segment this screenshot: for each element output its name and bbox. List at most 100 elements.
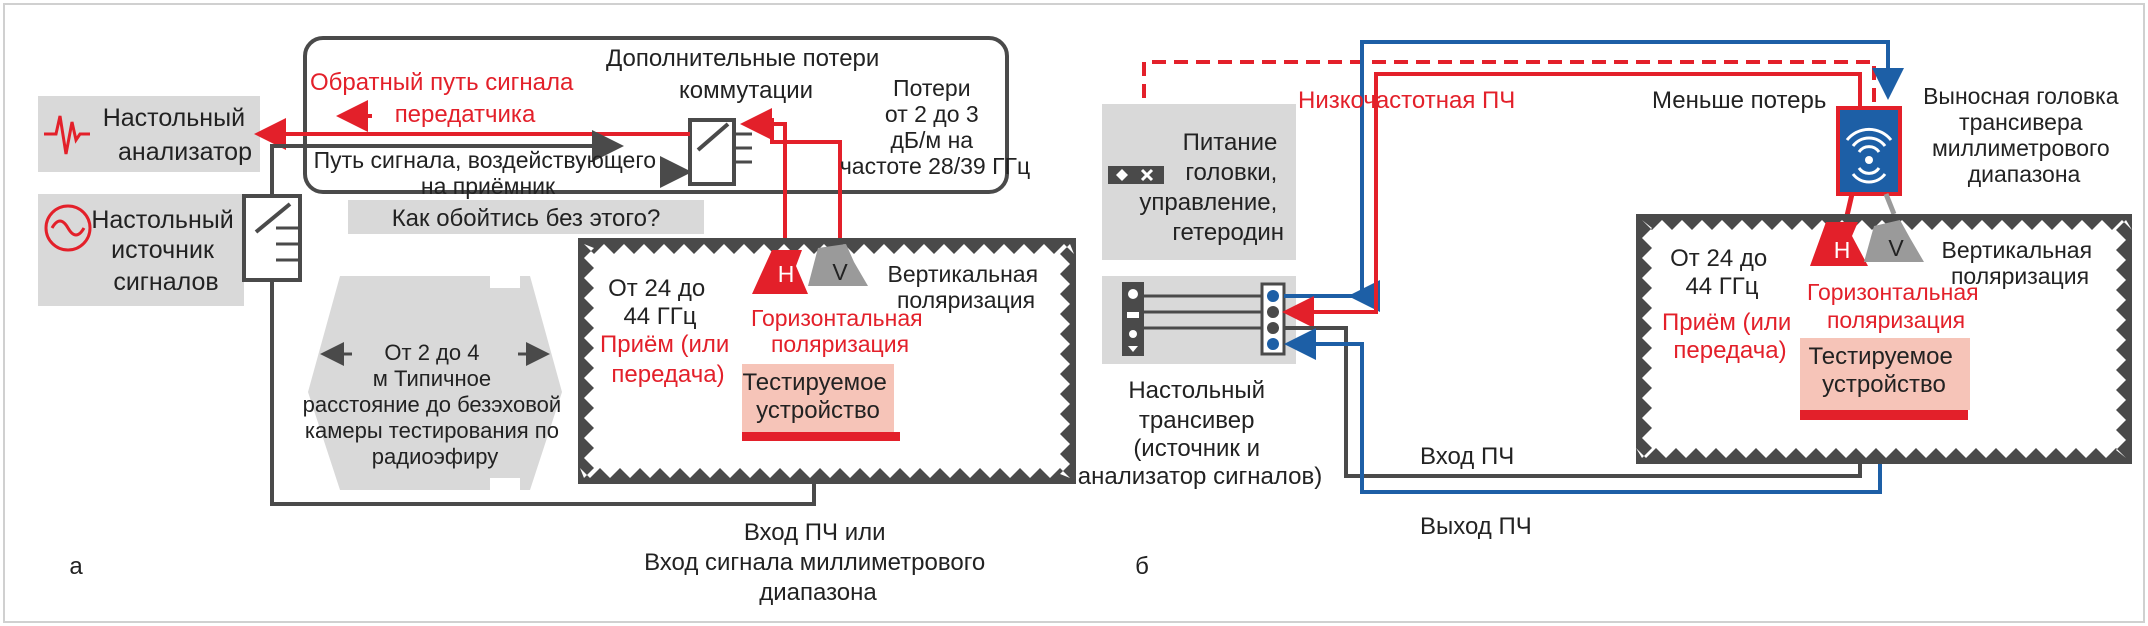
analyzer-line-1: Настольный: [103, 104, 245, 132]
switching-box: [303, 36, 1009, 194]
dut-base-a: [742, 432, 900, 441]
rx-tx-a-line-2: передача): [611, 361, 724, 388]
remote-head-line-4: диапазона: [1968, 161, 2081, 187]
lf-if-red-line: [1282, 72, 1862, 328]
rx-tx-b-line-1: Приём (или: [1662, 309, 1791, 336]
rx-tx-a-line-1: Приём (или: [600, 331, 729, 358]
distance-line-2: м Типичное: [373, 366, 491, 391]
distance-line-1: От 2 до 4: [384, 340, 479, 365]
losses-line-1: Потери: [893, 75, 971, 101]
transceiver-line-4: анализатор сигналов): [1078, 463, 1322, 490]
losses-line-2: от 2 до 3: [885, 101, 979, 127]
generator-line-1: Настольный: [91, 206, 233, 234]
rx-tx-label-b: Приём (или передача): [1662, 309, 1798, 364]
freq-label-a: От 24 до 44 ГГц: [608, 275, 712, 330]
horn-v-label-b: V: [1888, 235, 1904, 261]
horn-h: [752, 250, 808, 294]
sine-wave-icon-wave: [50, 219, 86, 237]
vert-pol-label-a: Вертикальная поляризация: [888, 261, 1045, 313]
losses-label: Потери от 2 до 3 дБ/м на частоте 28/39 Г…: [840, 75, 1030, 179]
how-avoid-label: Как обойтись без этого?: [392, 205, 661, 232]
horiz-pol-b-line-2: поляризация: [1827, 307, 1965, 333]
if-output-line-b: [1284, 328, 1882, 494]
distance-line-3: расстояние до безэховой: [303, 392, 562, 417]
horn-h-b: [1810, 222, 1868, 266]
remote-head-line-2: трансивера: [1959, 109, 2083, 135]
dut-b-line-2: устройство: [1822, 371, 1946, 398]
distance-line-4: камеры тестирования по: [305, 418, 559, 443]
sine-wave-icon: [44, 204, 92, 252]
remote-head-label: Выносная головка трансивера миллиметрово…: [1923, 83, 2125, 187]
remote-head: [1836, 106, 1902, 196]
switch-icon: [242, 194, 302, 282]
generator-line-3: сигналов: [113, 268, 218, 296]
power-line-3: управление,: [1139, 189, 1277, 216]
switching-losses-line-2: коммутации: [679, 77, 813, 104]
receiver-path-line: [270, 130, 624, 196]
return-path-line-1: Обратный путь сигнала: [310, 69, 574, 96]
vert-pol-b-line-2: поляризация: [1951, 263, 2089, 289]
vert-pol-label-b: Вертикальная поляризация: [1942, 237, 2099, 289]
power-box-label: Питание головки, управление, гетеродин: [1139, 129, 1284, 246]
dut-a-line-2: устройство: [756, 397, 880, 424]
generator-line-2: источник: [111, 236, 215, 264]
receiver-path-line-1: Путь сигнала, воздействующего: [314, 147, 656, 173]
horn-h-red-line: [770, 118, 842, 246]
vert-pol-a-line-1: Вертикальная: [888, 261, 1039, 287]
horiz-pol-b-line-1: Горизонтальная: [1807, 279, 1979, 305]
dut-b-line-1: Тестируемое: [1808, 343, 1952, 370]
freq-b-line-2: 44 ГГц: [1685, 273, 1758, 300]
panel-a-label: а: [69, 553, 83, 580]
return-path-line-2: передатчика: [395, 101, 536, 128]
horn-v-b: [1864, 220, 1924, 262]
switching-losses-line-1: Дополнительные потери: [606, 45, 879, 72]
dut-base-b: [1800, 410, 1968, 420]
lf-if-label: Низкочастотная ПЧ: [1298, 87, 1515, 114]
transceiver-line-2: трансивер: [1139, 407, 1255, 434]
dut-a-line-1: Тестируемое: [742, 369, 886, 396]
panel-b: Питание головки, управление, гетеродин Н…: [1078, 40, 2132, 580]
freq-b-line-1: От 24 до: [1670, 245, 1767, 272]
transceiver-line-3: (источник и: [1133, 435, 1260, 462]
less-loss-label: Меньше потерь: [1652, 87, 1826, 114]
freq-label-b: От 24 до 44 ГГц: [1670, 245, 1774, 300]
panel-b-label: б: [1135, 553, 1149, 580]
input-output-connector-icon: [1108, 166, 1164, 184]
chamber-absorber-a: [580, 244, 1074, 478]
horn-v: [808, 244, 868, 286]
control-dashed-line: [1142, 60, 1876, 108]
remote-head-line-3: миллиметрового: [1932, 135, 2110, 161]
if-input-line-3: диапазона: [759, 579, 877, 606]
power-line-1: Питание: [1183, 129, 1278, 156]
pulse-wave-icon: [44, 115, 90, 155]
if-input-line-2: Вход сигнала миллиметрового: [644, 549, 985, 576]
transceiver-panel: [1122, 282, 1144, 356]
remote-head-line-1: Выносная головка: [1923, 83, 2119, 109]
if-to-head-blue-line: [1284, 40, 1904, 298]
freq-a-line-1: От 24 до: [608, 275, 705, 302]
horn-h-label: H: [778, 261, 795, 287]
power-line-4: гетеродин: [1172, 219, 1284, 246]
rx-tx-b-line-2: передача): [1673, 337, 1786, 364]
if-in-label: Вход ПЧ: [1420, 443, 1514, 470]
switching-losses-label: Дополнительные потери коммутации: [606, 45, 886, 104]
distance-shape: [308, 276, 562, 490]
if-out-label: Выход ПЧ: [1420, 513, 1532, 540]
horiz-pol-a-line-2: поляризация: [771, 331, 909, 357]
analyzer-label: Настольный анализатор: [103, 104, 252, 166]
losses-line-4: частоте 28/39 ГГц: [840, 153, 1030, 179]
switch-icon-top: [688, 118, 736, 186]
horn-v-red-line: [740, 108, 787, 246]
horn-v-label: V: [832, 259, 848, 285]
dut-label-b: Тестируемое устройство: [1808, 343, 1959, 398]
if-input-line-1: Вход ПЧ или: [744, 519, 886, 546]
losses-line-3: дБ/м на: [891, 127, 974, 153]
antenna-waves-icon: [1845, 127, 1893, 184]
analyzer-line-2: анализатор: [118, 138, 252, 166]
distance-line-5: радиоэфиру: [372, 444, 498, 469]
vert-pol-a-line-2: поляризация: [897, 287, 1035, 313]
distance-label: От 2 до 4 м Типичное расстояние до безэх…: [303, 340, 568, 469]
dut-label-a: Тестируемое устройство: [742, 369, 893, 424]
how-avoid-box: [348, 200, 704, 234]
